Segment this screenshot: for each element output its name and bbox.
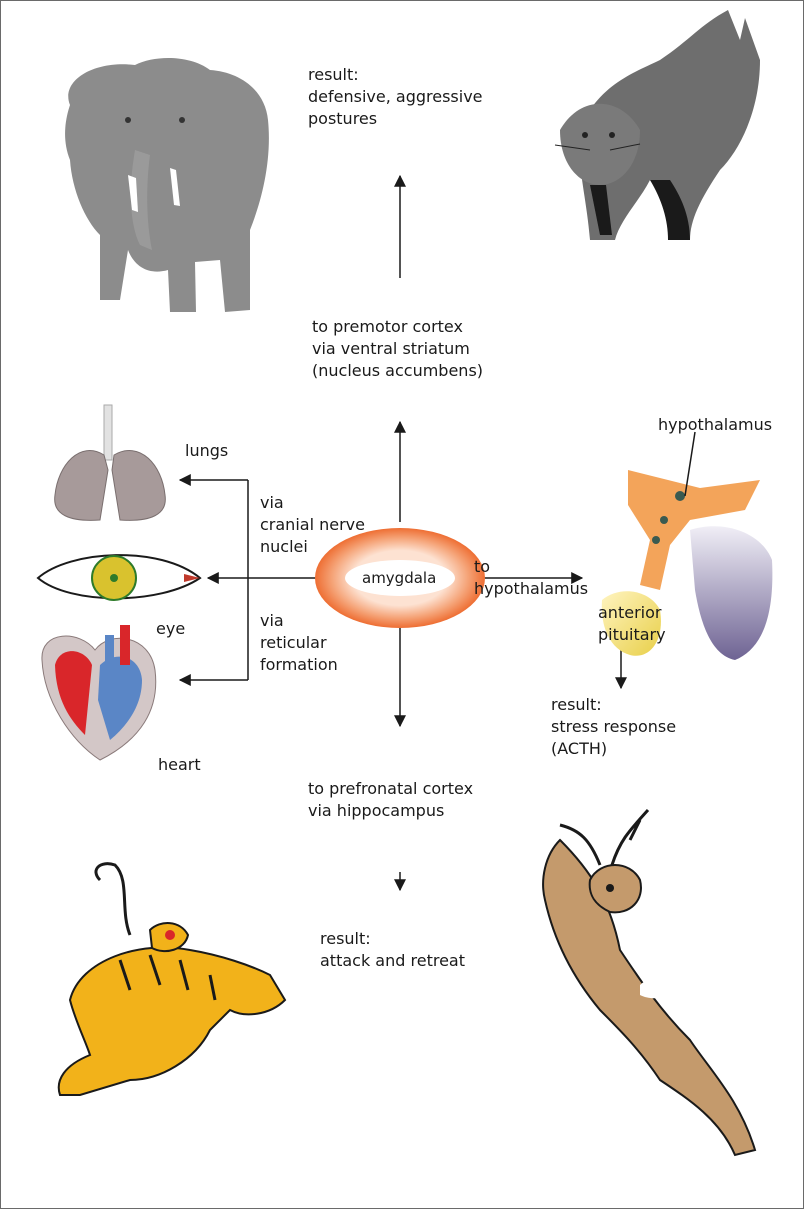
top-result-line: result: [308, 64, 483, 86]
premotor-line: to premotor cortex [312, 316, 483, 338]
via-cranial-line: via [260, 492, 365, 514]
anterior-pituitary-line: pituitary [598, 624, 666, 646]
lungs-label: lungs [185, 440, 228, 462]
elephant-icon [65, 58, 269, 312]
bottom-result-label: result: attack and retreat [320, 928, 465, 972]
lungs-icon [55, 405, 166, 520]
deer-icon [543, 810, 755, 1155]
prefrontal-line: to prefronatal cortex [308, 778, 473, 800]
to-hypothalamus-line: hypothalamus [474, 578, 588, 600]
amygdala-label: amygdala [362, 567, 436, 589]
prefrontal-line: via hippocampus [308, 800, 473, 822]
eye-label: eye [156, 618, 185, 640]
top-result-line: defensive, aggressive [308, 86, 483, 108]
cat-icon [555, 10, 760, 240]
bottom-result-line: attack and retreat [320, 950, 465, 972]
anterior-pituitary-label: anterior pituitary [598, 602, 666, 646]
to-hypothalamus-label: to hypothalamus [474, 556, 588, 600]
via-cranial-line: cranial nerve [260, 514, 365, 536]
premotor-line: (nucleus accumbens) [312, 360, 483, 382]
stress-result-label: result: stress response (ACTH) [551, 694, 676, 760]
via-cranial-label: via cranial nerve nuclei [260, 492, 365, 558]
via-reticular-line: formation [260, 654, 338, 676]
stress-result-line: result: [551, 694, 676, 716]
stress-result-line: (ACTH) [551, 738, 676, 760]
top-result-line: postures [308, 108, 483, 130]
premotor-line: via ventral striatum [312, 338, 483, 360]
heart-label: heart [158, 754, 201, 776]
stress-result-line: stress response [551, 716, 676, 738]
eye-icon [38, 555, 200, 600]
heart-icon [42, 625, 156, 760]
hypothalamus-label: hypothalamus [658, 414, 772, 436]
via-cranial-line: nuclei [260, 536, 365, 558]
via-reticular-line: via [260, 610, 338, 632]
bottom-result-line: result: [320, 928, 465, 950]
premotor-label: to premotor cortex via ventral striatum … [312, 316, 483, 382]
tiger-icon [59, 864, 285, 1095]
prefrontal-label: to prefronatal cortex via hippocampus [308, 778, 473, 822]
anterior-pituitary-line: anterior [598, 602, 666, 624]
top-result-label: result: defensive, aggressive postures [308, 64, 483, 130]
to-hypothalamus-line: to [474, 556, 588, 578]
via-reticular-label: via reticular formation [260, 610, 338, 676]
via-reticular-line: reticular [260, 632, 338, 654]
